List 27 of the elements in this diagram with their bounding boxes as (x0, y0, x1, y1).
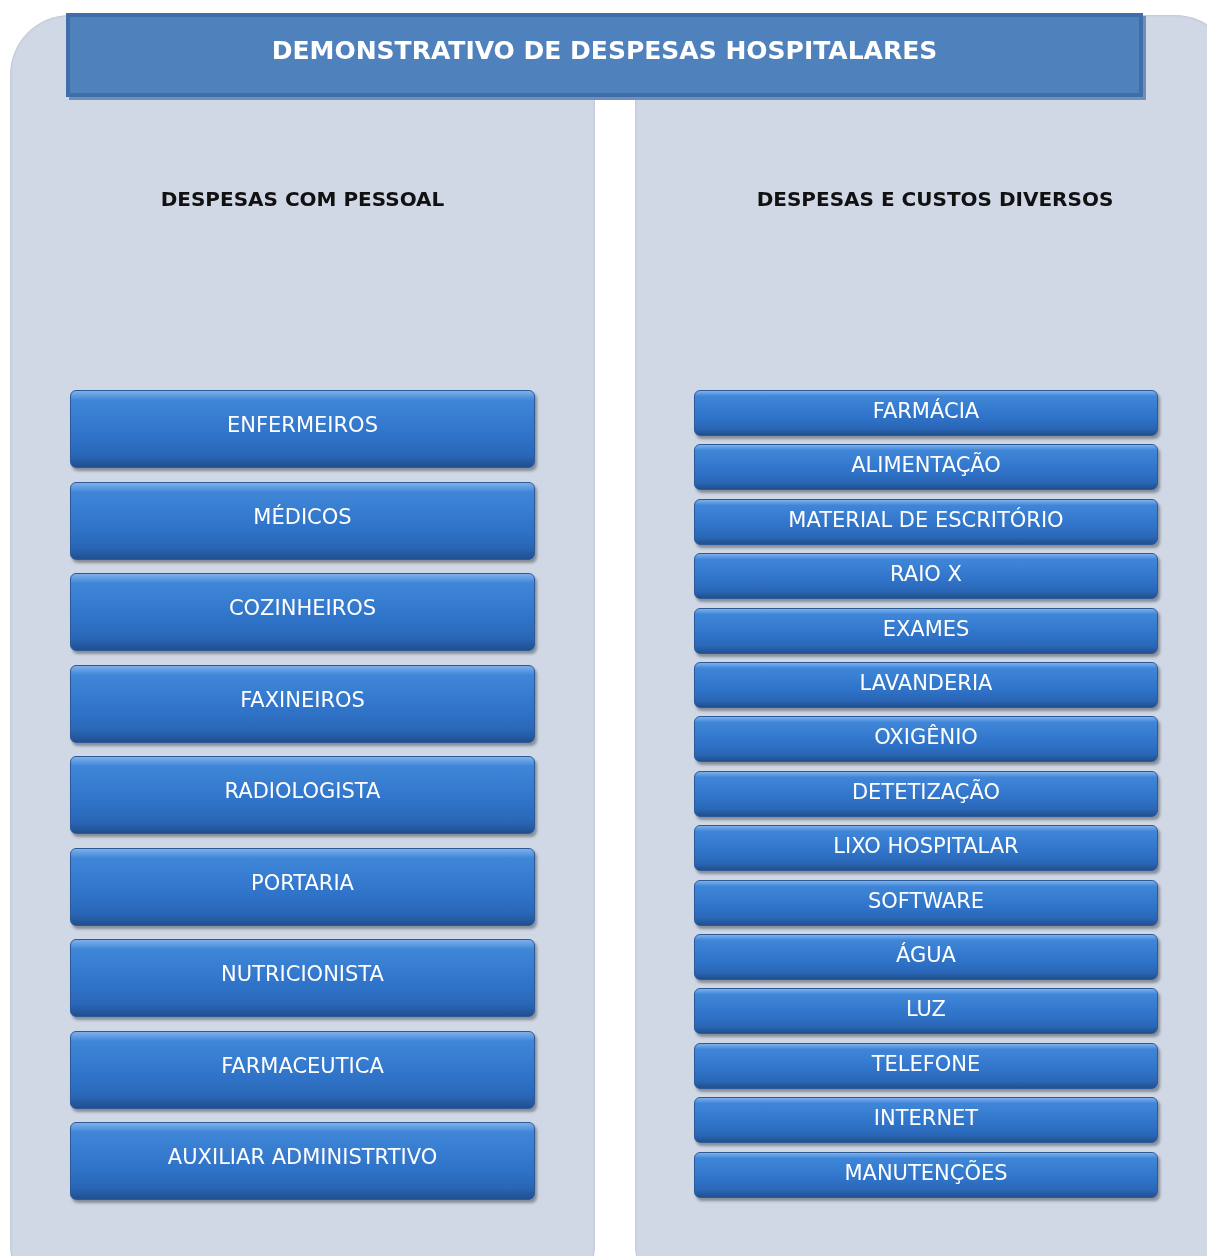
expense-box: ALIMENTAÇÃO (694, 444, 1158, 491)
expense-box: PORTARIA (70, 847, 535, 926)
expense-box: RADIOLOGISTA (70, 756, 535, 834)
panel-heading: DESPESAS COM PESSOAL (159, 187, 446, 211)
expense-box: ÁGUA (694, 934, 1158, 980)
expense-box: DETETIZAÇÃO (694, 770, 1158, 817)
expense-box: LAVANDERIA (694, 662, 1158, 708)
title-bar: DEMONSTRATIVO DE DESPESAS HOSPITALARES (66, 13, 1143, 97)
expense-box: SOFTWARE (694, 879, 1158, 926)
expense-box: EXAMES (694, 607, 1158, 654)
panel-heading: DESPESAS E CUSTOS DIVERSOS (755, 187, 1115, 211)
expense-box: OXIGÊNIO (694, 716, 1158, 763)
expense-box: FAXINEIROS (70, 664, 535, 743)
expense-box: ENFERMEIROS (70, 390, 535, 468)
expense-box: RAIO X (694, 553, 1158, 600)
expense-box: COZINHEIROS (70, 573, 535, 651)
expense-box: NUTRICIONISTA (70, 939, 535, 1017)
expense-box: TELEFONE (694, 1042, 1158, 1089)
expense-box: MATERIAL DE ESCRITÓRIO (694, 498, 1158, 545)
expense-box: MANUTENÇÕES (694, 1151, 1158, 1198)
expense-box: MÉDICOS (70, 481, 535, 560)
expense-box: LIXO HOSPITALAR (694, 825, 1158, 872)
expense-box: FARMACEUTICA (70, 1030, 535, 1109)
expense-box: INTERNET (694, 1097, 1158, 1144)
expense-box: LUZ (694, 988, 1158, 1035)
expense-box: AUXILIAR ADMINISTRTIVO (70, 1122, 535, 1200)
expense-box: FARMÁCIA (694, 390, 1158, 436)
